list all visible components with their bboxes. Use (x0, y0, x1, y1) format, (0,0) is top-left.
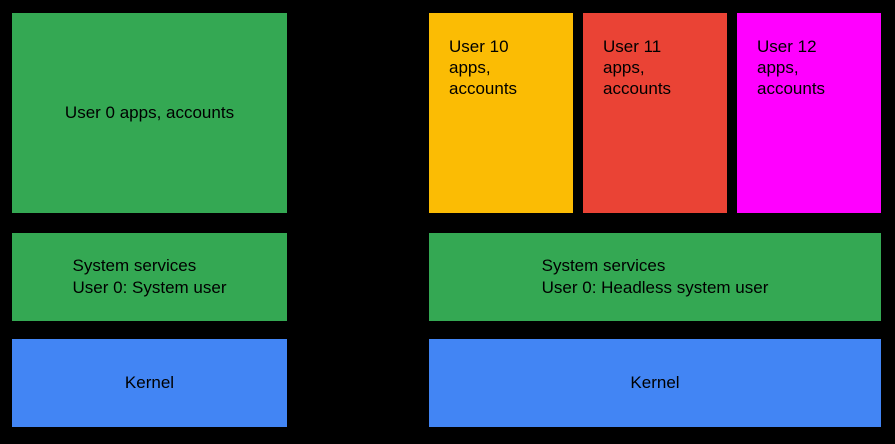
kernel-label-left: Kernel (124, 373, 175, 392)
user11-apps-box: User 11 apps, accounts (583, 13, 727, 213)
left-stack: User 0 apps, accounts System services Us… (12, 13, 287, 427)
user10-apps-box: User 10 apps, accounts (429, 13, 573, 213)
user12-line3: accounts (757, 79, 826, 98)
right-stack: User 10 apps, accounts User 11 apps, acc… (429, 13, 881, 427)
system-services-text-left: System services User 0: System user (73, 255, 227, 299)
user0-apps-label: User 0 apps, accounts (64, 103, 235, 122)
user11-line1: User 11 (603, 37, 662, 56)
system-services-line1-left: System services (72, 256, 197, 275)
system-services-text-right: System services User 0: Headless system … (542, 255, 769, 299)
user-apps-row: User 10 apps, accounts User 11 apps, acc… (429, 13, 881, 213)
system-services-line2-left: User 0: System user (72, 278, 227, 297)
system-services-box-right: System services User 0: Headless system … (429, 233, 881, 321)
user10-line1: User 10 (449, 37, 509, 56)
system-services-line2-right: User 0: Headless system user (541, 278, 769, 297)
user12-apps-box: User 12 apps, accounts (737, 13, 881, 213)
system-services-box-left: System services User 0: System user (12, 233, 287, 321)
user11-line2: apps, (603, 58, 645, 77)
kernel-box-right: Kernel (429, 339, 881, 427)
user12-line1: User 12 (757, 37, 817, 56)
user10-line3: accounts (449, 79, 518, 98)
kernel-box-left: Kernel (12, 339, 287, 427)
kernel-label-right: Kernel (630, 373, 680, 392)
user11-line3: accounts (603, 79, 672, 98)
user12-line2: apps, (757, 58, 799, 77)
user0-apps-box: User 0 apps, accounts (12, 13, 287, 213)
system-services-line1-right: System services (541, 256, 666, 275)
user10-line2: apps, (449, 58, 491, 77)
